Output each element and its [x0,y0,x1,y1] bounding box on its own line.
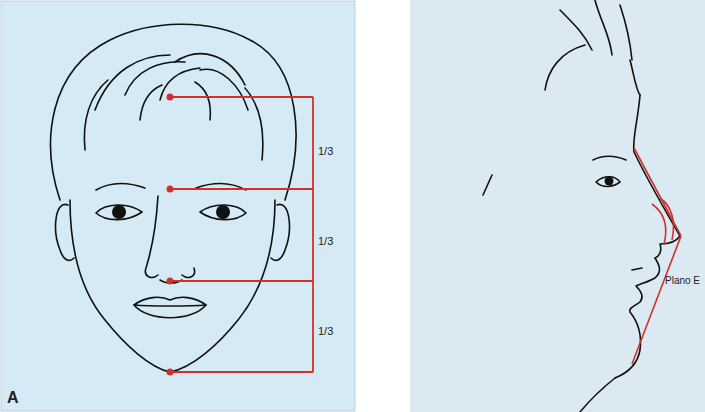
right-panel [410,0,705,412]
iris [216,205,230,219]
iris [112,205,126,219]
plane-label: Plano E [665,276,700,286]
thirds-bracket [170,97,313,372]
fraction-label: 1/3 [318,326,333,337]
nasal-angle-lines [632,148,681,364]
left-panel [1,1,355,411]
frontal-face [51,24,296,372]
profile-face [483,0,680,412]
landmark-dot [167,94,174,376]
iris [605,177,614,186]
fraction-label: 1/3 [318,236,333,247]
panel-letter: A [7,390,19,406]
fraction-label: 1/3 [318,146,333,157]
